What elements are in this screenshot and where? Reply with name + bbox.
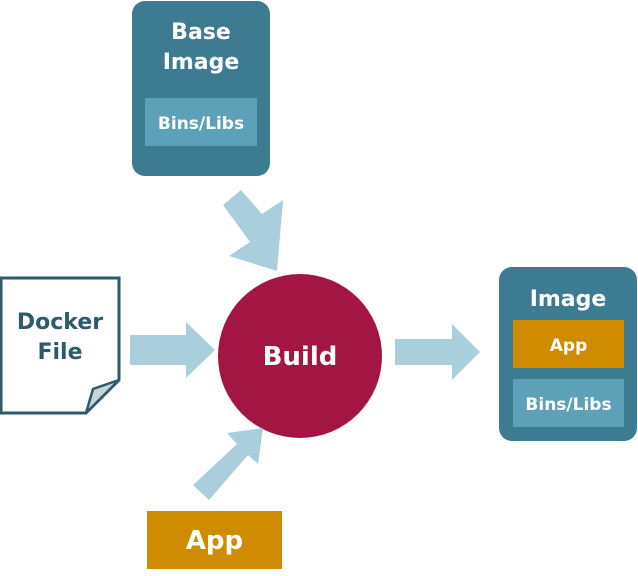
result-image-libs-layer xyxy=(513,379,624,427)
result-image-app-label: App xyxy=(550,336,588,356)
arrow-build-to-image xyxy=(395,324,480,380)
app-input-label: App xyxy=(186,526,243,556)
docker-file-line1: Docker xyxy=(17,310,103,335)
build-node: Build xyxy=(218,274,382,438)
document-fold xyxy=(84,378,120,414)
app-input-rect xyxy=(147,511,282,569)
base-image-title-line1: Base xyxy=(171,20,231,45)
result-image-libs-label: Bins/Libs xyxy=(525,395,611,415)
base-image-title-line2: Image xyxy=(163,50,240,75)
app-input-box: App xyxy=(147,511,282,569)
arrow-app-to-build xyxy=(193,428,263,500)
arrow-base-to-build xyxy=(223,190,283,271)
arrow-dockerfile-to-build xyxy=(130,322,215,378)
base-image-layer-label: Bins/Libs xyxy=(158,114,244,134)
docker-file-line2: File xyxy=(37,340,82,365)
result-image-title: Image xyxy=(530,287,607,312)
docker-file-document: Docker File xyxy=(0,276,121,415)
build-label: Build xyxy=(263,342,338,372)
base-image-box: Base Image Bins/Libs xyxy=(132,1,270,176)
build-circle xyxy=(218,274,382,438)
result-image-box: Image App Bins/Libs xyxy=(499,267,637,441)
result-image-app-layer xyxy=(513,320,624,368)
base-image-layer-box xyxy=(145,98,257,146)
